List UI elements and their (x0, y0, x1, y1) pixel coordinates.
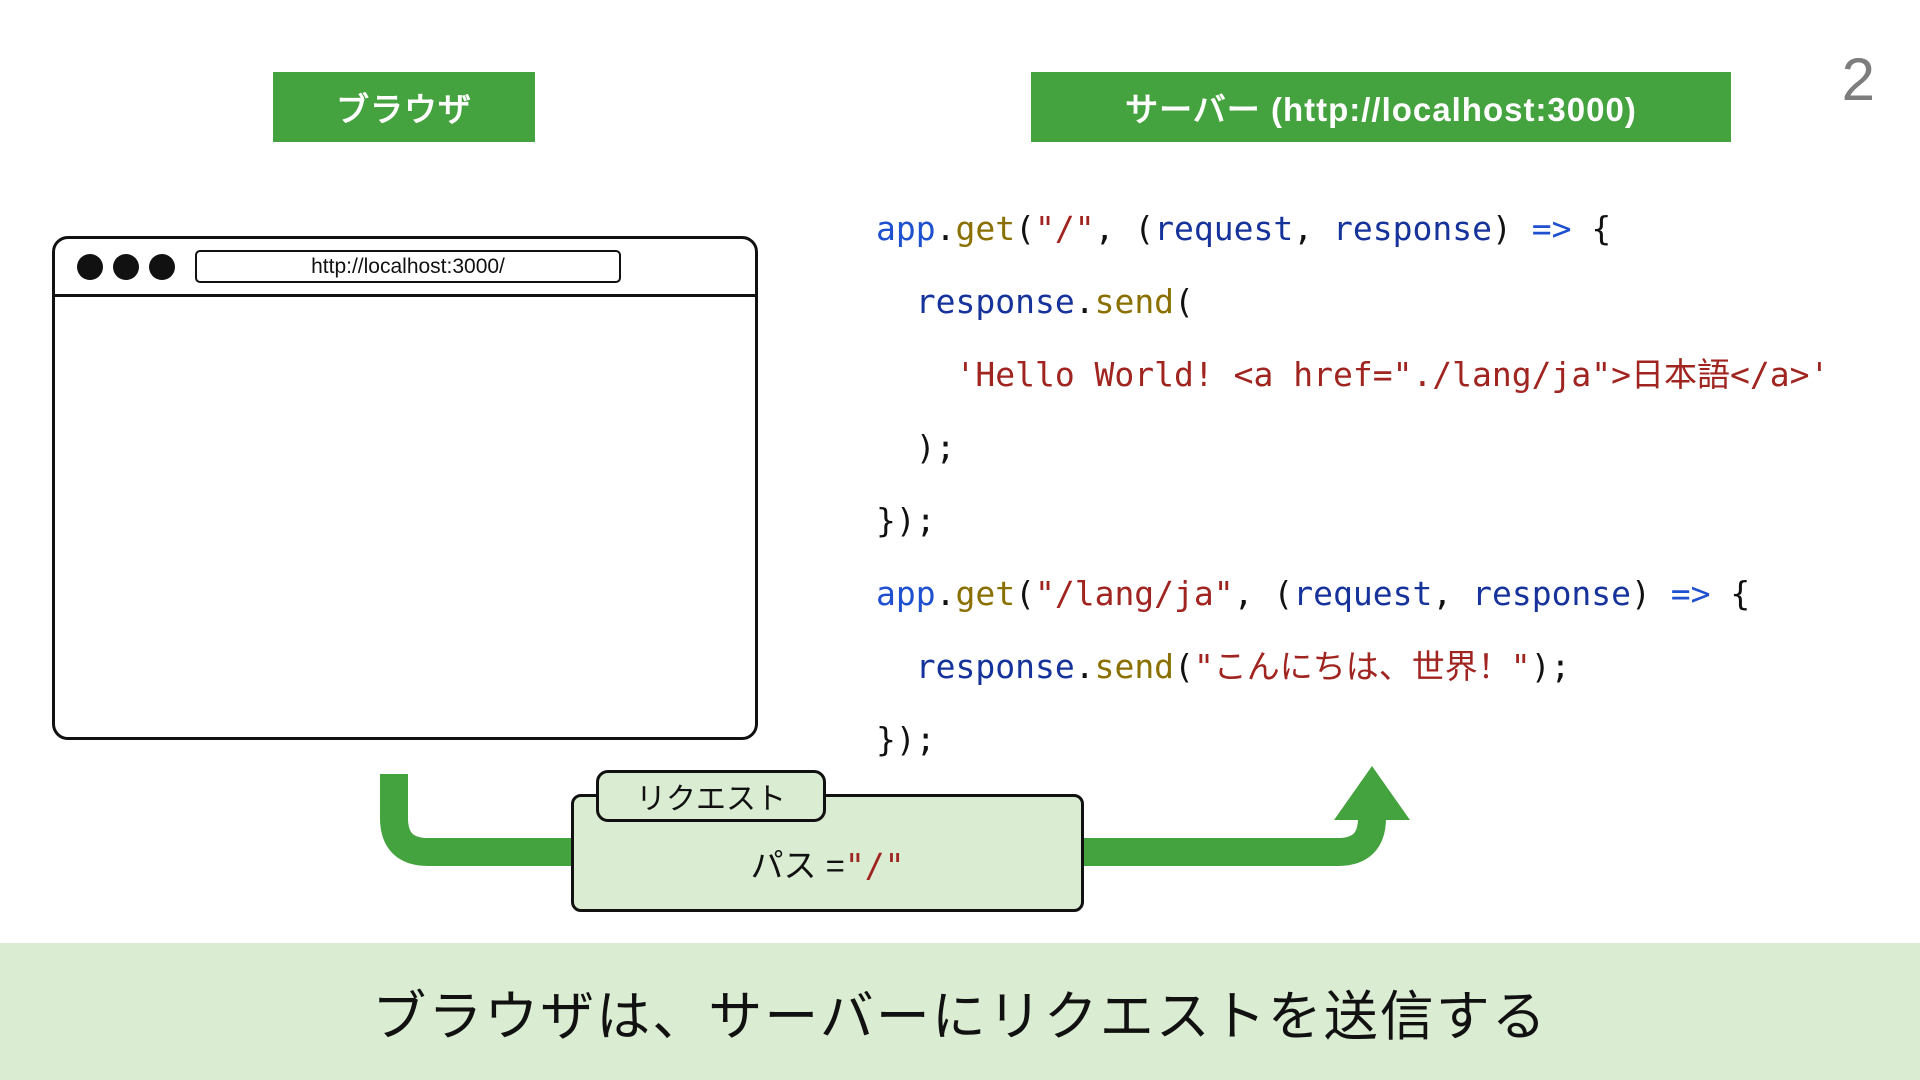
code-line: app.get("/lang/ja", (request, response) … (876, 574, 1751, 613)
request-path-value: "/" (844, 846, 905, 885)
code-line: app.get("/", (request, response) => { (876, 209, 1612, 248)
request-path-label: パス = (750, 847, 845, 884)
window-dot (113, 253, 139, 280)
window-dot (77, 253, 103, 280)
code-line: ); (876, 428, 956, 467)
caption-banner: ブラウザは、サーバーにリクエストを送信する (0, 943, 1920, 1080)
browser-window: http://localhost:3000/ (52, 236, 758, 740)
code-line: response.send( (915, 282, 1194, 321)
browser-label: ブラウザ (273, 72, 535, 142)
request-tag-label: リクエスト (596, 770, 826, 822)
url-bar: http://localhost:3000/ (195, 250, 621, 283)
caption-text: ブラウザは、サーバーにリクエストを送信する (372, 987, 1548, 1047)
code-line: }); (876, 501, 936, 540)
browser-window-titlebar: http://localhost:3000/ (55, 239, 755, 297)
code-line: 'Hello World! <a href="./lang/ja">日本語</a… (955, 355, 1830, 394)
window-dot (149, 253, 175, 280)
page-number: 2 (1841, 46, 1875, 113)
code-line: response.send("こんにちは、世界！"); (915, 647, 1571, 686)
code-line: }); (876, 720, 936, 759)
server-code: app.get("/", (request, response) => { re… (876, 192, 1829, 776)
server-label: サーバー (http://localhost:3000) (1031, 72, 1731, 142)
request-path: パス = "/" (750, 839, 904, 887)
browser-viewport (55, 297, 755, 737)
